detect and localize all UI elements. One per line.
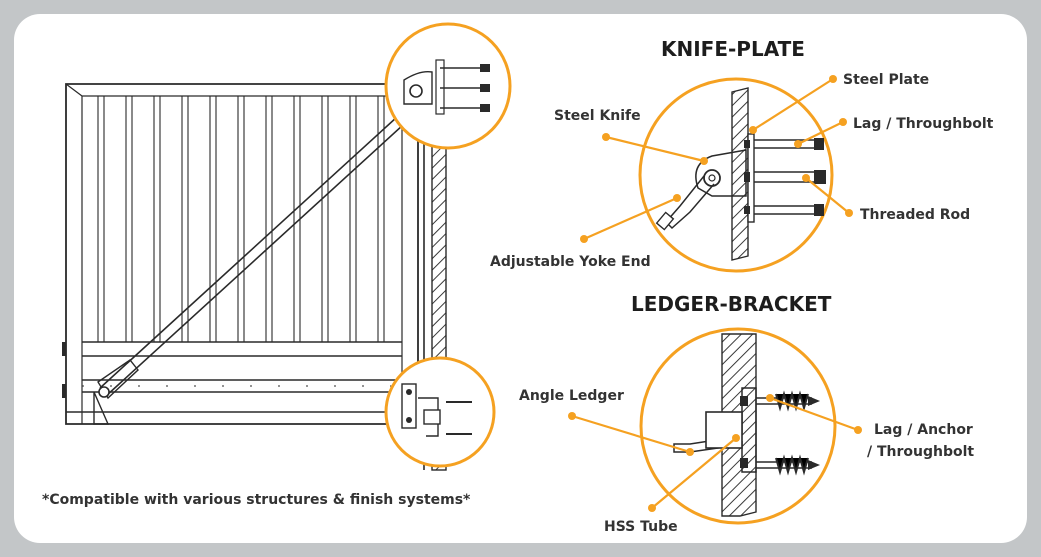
steel-plate-label: Steel Plate (843, 72, 929, 88)
lag-anchor-callout: Lag / Anchor / Throughbolt (766, 394, 974, 460)
angle-ledger-callout: Angle Ledger (519, 388, 694, 456)
steel-plate-callout: Steel Plate (749, 72, 929, 134)
ledger-bracket-detail (639, 327, 837, 525)
ledger-bracket-title: LEDGER-BRACKET (631, 292, 832, 316)
lag-throughbolt-callout: Lag / Throughbolt (794, 116, 994, 148)
threaded-rod-label: Threaded Rod (860, 207, 970, 223)
adjustable-yoke-end-label: Adjustable Yoke End (490, 254, 651, 270)
diagram-card (14, 14, 1027, 543)
gate-bottom-detail (384, 356, 496, 468)
hss-tube-callout: HSS Tube (604, 434, 740, 535)
knife-plate-detail (638, 77, 834, 273)
diagonal-tension-rod (97, 95, 427, 400)
lag-anchor-label-line1: Lag / Anchor (874, 422, 973, 438)
steel-knife-label: Steel Knife (554, 108, 641, 124)
threaded-rod-callout: Threaded Rod (802, 174, 970, 223)
knife-plate-title: KNIFE-PLATE (661, 37, 805, 61)
yoke-end-callout: Adjustable Yoke End (490, 194, 681, 270)
hss-tube-label: HSS Tube (604, 519, 678, 535)
steel-knife-callout: Steel Knife (554, 108, 708, 165)
angle-ledger-label: Angle Ledger (519, 388, 624, 404)
gate-top-detail (384, 22, 512, 150)
lag-anchor-label-line2: / Throughbolt (867, 444, 974, 460)
compatibility-footnote: *Compatible with various structures & fi… (42, 492, 471, 508)
gate-pickets (97, 96, 385, 342)
lag-throughbolt-label: Lag / Throughbolt (853, 116, 994, 132)
